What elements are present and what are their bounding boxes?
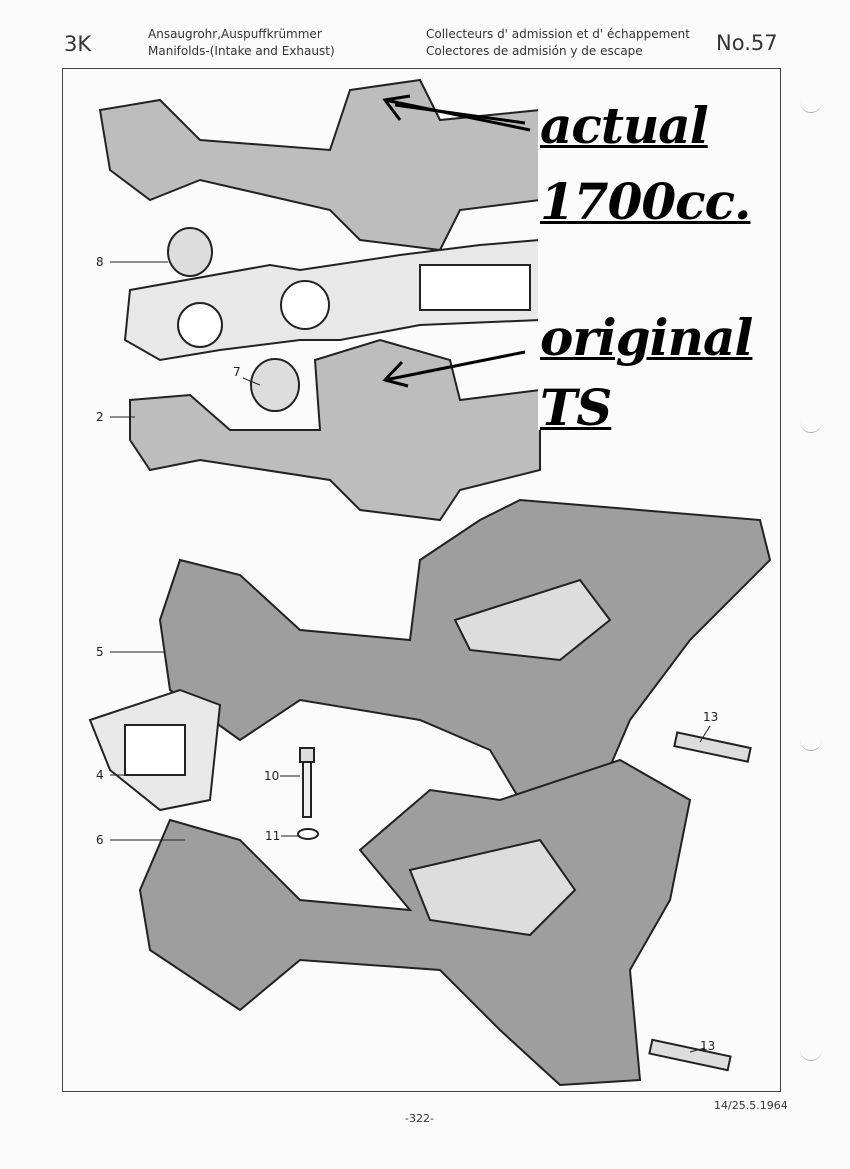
- binder-hole-mark: [800, 100, 822, 113]
- group-code: 3K: [64, 32, 92, 56]
- sleeve-7: [250, 358, 300, 412]
- date-code: 14/25.5.1964: [714, 1099, 788, 1112]
- annotation-ts: TS: [540, 378, 612, 437]
- title-spanish: Colectores de admisión y de escape: [426, 44, 643, 58]
- intake-manifold-actual: [98, 78, 541, 252]
- stud-13-lower: [648, 1038, 732, 1072]
- annotation-1700cc: 1700cc.: [540, 172, 751, 231]
- binder-hole-mark: [800, 1048, 822, 1061]
- binder-hole-mark: [800, 420, 822, 433]
- part-label-13-lower: 13: [700, 1039, 716, 1053]
- bolt-10: [299, 747, 315, 763]
- title-german: Ansaugrohr,Auspuffkrümmer: [148, 27, 322, 41]
- plate-number: No.57: [716, 31, 778, 55]
- exhaust-manifold-6: [138, 758, 692, 1087]
- part-label-8: 8: [96, 255, 104, 269]
- part-label-5: 5: [96, 645, 104, 659]
- annotation-actual: actual: [540, 96, 709, 155]
- part-label-11: 11: [265, 829, 281, 843]
- washer-11: [297, 828, 319, 840]
- part-label-7: 7: [233, 365, 241, 379]
- binder-hole-mark: [800, 738, 822, 751]
- sleeve-8: [167, 227, 213, 277]
- title-french: Collecteurs d' admission et d' échappeme…: [426, 27, 690, 41]
- stud-13-upper: [673, 731, 752, 763]
- part-label-4: 4: [96, 768, 104, 782]
- annotation-original: original: [540, 308, 753, 367]
- page-number: -322-: [405, 1112, 434, 1125]
- exhaust-manifold-5: [158, 498, 772, 802]
- part-label-6: 6: [96, 833, 104, 847]
- intake-manifold-original: [129, 338, 541, 522]
- part-label-10: 10: [264, 769, 280, 783]
- part-label-2: 2: [96, 410, 104, 424]
- part-label-13-upper: 13: [703, 710, 719, 724]
- title-english: Manifolds-(Intake and Exhaust): [148, 44, 335, 58]
- diagram-frame: [62, 68, 781, 1092]
